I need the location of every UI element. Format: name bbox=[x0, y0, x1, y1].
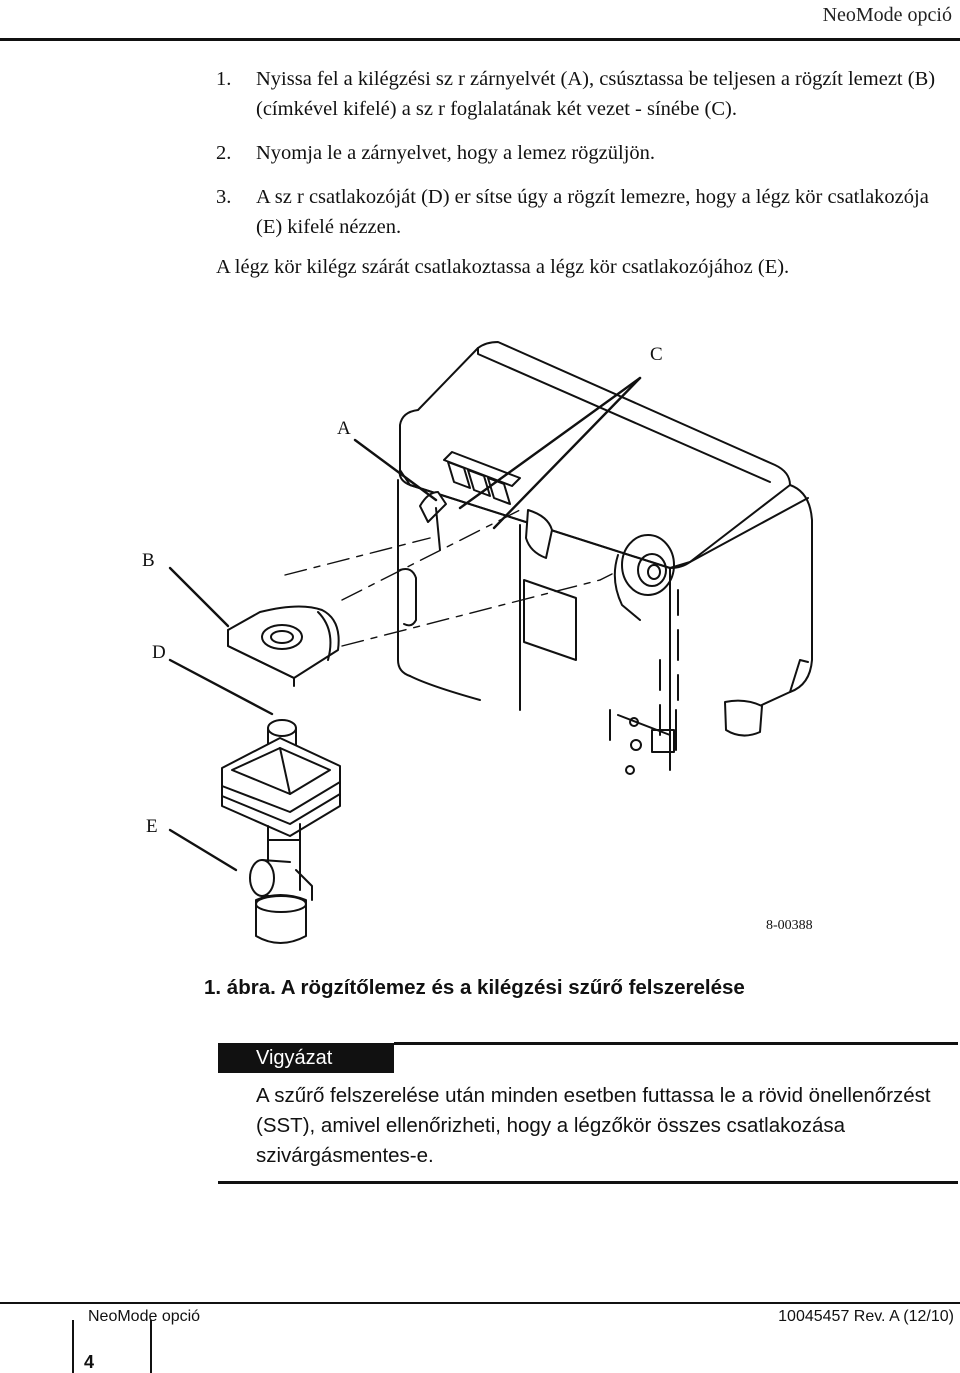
step-text: A sz r csatlakozóját (D) er sítse úgy a … bbox=[256, 186, 929, 238]
retaining-plate bbox=[227, 605, 340, 687]
callout-d: D bbox=[152, 642, 166, 663]
caution-bottom-rule bbox=[218, 1181, 958, 1184]
callout-c: C bbox=[650, 344, 663, 365]
footer-title: NeoMode opció bbox=[88, 1308, 201, 1325]
caution-text: A szűrő felszerelése után minden esetben… bbox=[256, 1084, 931, 1167]
footer-doc-number: 10045457 Rev. A (12/10) bbox=[778, 1308, 954, 1325]
alignment-lines bbox=[284, 509, 613, 647]
step-text: Nyomja le a zárnyelvet, hogy a lemez rög… bbox=[256, 142, 656, 164]
callout-b: B bbox=[142, 550, 155, 571]
figure-caption: 1. ábra. A rögzítőlemez és a kilégzési s… bbox=[204, 976, 745, 999]
leader-lines bbox=[168, 376, 642, 872]
ventilator-body bbox=[397, 341, 813, 775]
ventilator-filter-illustration bbox=[168, 341, 813, 944]
running-header: NeoMode opció bbox=[822, 4, 952, 26]
step-3-note: A légz kör kilégz szárát csatlakoztassa … bbox=[216, 256, 790, 278]
step-text: Nyissa fel a kilégzési sz r zárnyelvét (… bbox=[256, 68, 936, 120]
caution-rule bbox=[394, 1042, 958, 1045]
page-number: 4 bbox=[84, 1352, 95, 1372]
callout-a: A bbox=[337, 418, 351, 439]
footer-rule bbox=[0, 1302, 960, 1304]
step-number: 2. bbox=[216, 142, 232, 164]
callout-e: E bbox=[146, 816, 158, 837]
figure: C A B D E bbox=[0, 330, 960, 960]
figure-code: 8-00388 bbox=[766, 918, 813, 933]
step-3: 3. A sz r csatlakozóját (D) er sítse úgy… bbox=[216, 182, 946, 242]
page-number-box bbox=[72, 1320, 152, 1373]
step-number: 1. bbox=[216, 68, 232, 90]
step-2: 2. Nyomja le a zárnyelvet, hogy a lemez … bbox=[216, 138, 946, 168]
step-number: 3. bbox=[216, 186, 232, 208]
header-rule bbox=[0, 38, 960, 41]
step-1: 1. Nyissa fel a kilégzési sz r zárnyelvé… bbox=[216, 64, 946, 124]
exhalation-filter bbox=[221, 719, 341, 944]
instruction-steps: 1. Nyissa fel a kilégzési sz r zárnyelvé… bbox=[216, 64, 946, 282]
caution-label: Vigyázat bbox=[218, 1043, 394, 1073]
